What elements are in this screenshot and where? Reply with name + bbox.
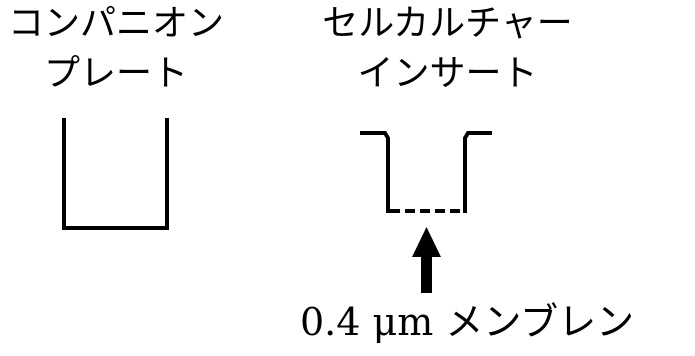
companion-plate-well	[62, 118, 169, 230]
cell-culture-insert-label-line1: セルカルチャー	[322, 3, 573, 44]
insert-left-wall	[360, 131, 390, 213]
arrow-head-up	[412, 227, 441, 257]
insert-right-wall	[463, 131, 492, 213]
cell-culture-insert-label-line2: インサート	[357, 53, 538, 94]
membrane-label: 0.4 μm メンブレン	[300, 300, 635, 344]
companion-plate-label-line2: プレート	[43, 53, 188, 94]
arrow-shaft	[421, 253, 432, 293]
companion-plate-label-line1: コンパニオン	[7, 3, 224, 44]
